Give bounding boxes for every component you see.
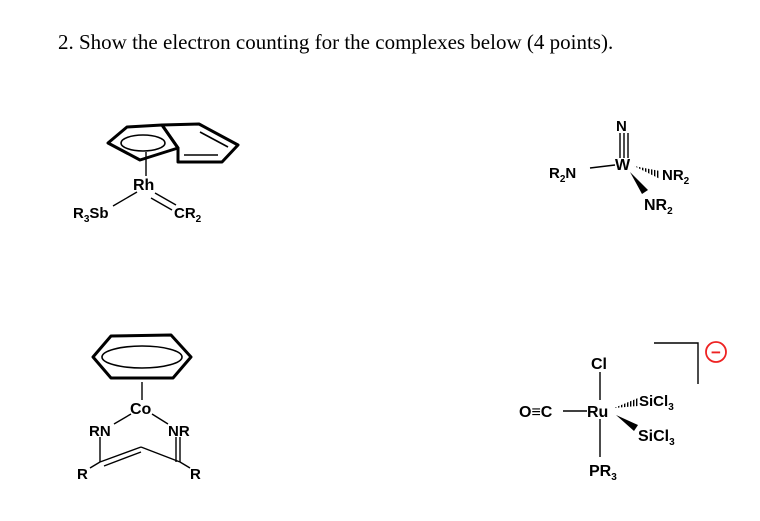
- r-left-label: R: [77, 466, 88, 483]
- ru-label: Ru: [587, 404, 608, 421]
- rh-label: Rh: [133, 177, 154, 194]
- nr-right-label: NR: [168, 423, 190, 440]
- pr3-label: PR3: [589, 463, 617, 483]
- r2n-label: R2N: [549, 165, 576, 185]
- benzene-ring: [91, 333, 193, 380]
- r-right-label: R: [190, 466, 201, 483]
- indenyl-six-ring: [160, 122, 240, 164]
- complex-2-w: N W R2N NR2 NR2: [549, 118, 690, 217]
- carbonyl-label: O≡C: [519, 404, 553, 421]
- nr2-bottom-label: NR2: [644, 197, 673, 217]
- nr2-right-label: NR2: [662, 167, 690, 187]
- sicl3-upper-label: SiCl3: [639, 393, 674, 413]
- complex-3-co: Co RN NR R R: [77, 333, 201, 483]
- rh-sb-bond: [112, 191, 138, 207]
- charge-circle: [705, 341, 727, 363]
- nitride-n-label: N: [616, 118, 627, 135]
- indenyl-five-ring: [106, 123, 180, 162]
- co-label: Co: [130, 401, 152, 418]
- charge-bracket: [654, 342, 699, 384]
- ru-sicl3-hash-bond: [614, 398, 638, 408]
- charge-sign: −: [711, 343, 721, 362]
- sbr3-label: R3Sb: [73, 205, 109, 225]
- w-label: W: [615, 157, 631, 174]
- indenyl-pi-ellipse: [120, 134, 166, 152]
- rh-carbene-bond: [154, 192, 177, 206]
- ru-sicl3-wedge-bond: [616, 415, 638, 431]
- cr2-label: CR2: [174, 205, 202, 225]
- sicl3-lower-label: SiCl3: [638, 428, 675, 448]
- cl-label: Cl: [591, 356, 607, 373]
- benzene-pi-ellipse: [101, 345, 183, 369]
- question-text: 2. Show the electron counting for the co…: [58, 30, 614, 54]
- complex-4-ru: − Cl Ru O≡C SiCl3 SiCl3 PR3: [519, 341, 727, 483]
- w-nr2-wedge-bond: [630, 172, 648, 194]
- complex-1-rh: Rh R3Sb CR2: [73, 122, 240, 225]
- w-nr2-left-bond: [589, 164, 616, 169]
- w-nr2-hash-bond: [634, 166, 660, 179]
- rn-left-label: RN: [89, 423, 111, 440]
